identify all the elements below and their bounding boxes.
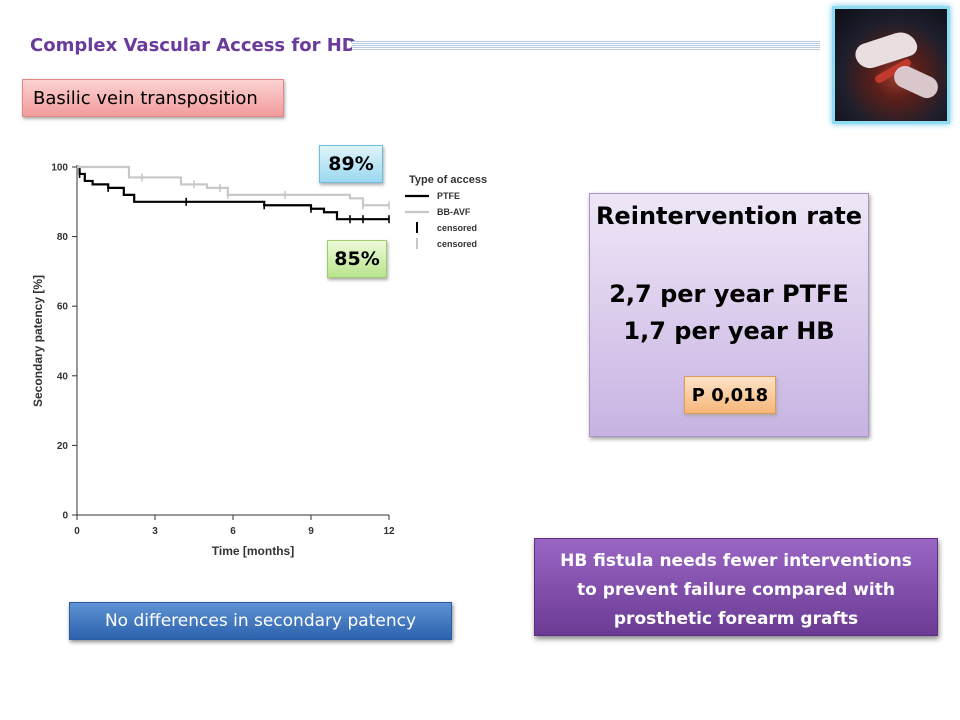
y-axis-label: Secondary patency [%] xyxy=(31,275,45,407)
ptfe-end-label: 85% xyxy=(327,240,387,278)
bbavf-end-label: 89% xyxy=(319,145,383,183)
conclusion-line: to prevent failure compared with xyxy=(577,580,895,600)
reintervention-hb: 1,7 per year HB xyxy=(623,317,835,345)
reintervention-heading: Reintervention rate xyxy=(595,202,863,230)
conclusion-line: HB fistula needs fewer interventions xyxy=(560,551,912,571)
y-tick-label: 20 xyxy=(57,441,69,452)
conclusion-banner: HB fistula needs fewer interventions to … xyxy=(534,538,938,636)
legend-label: censored xyxy=(437,239,477,249)
y-tick-label: 80 xyxy=(57,232,69,243)
y-tick-label: 0 xyxy=(62,511,68,522)
x-tick-label: 0 xyxy=(74,526,80,537)
legend-title: Type of access xyxy=(409,174,487,186)
page-title: Complex Vascular Access for HD xyxy=(30,35,357,56)
reintervention-ptfe: 2,7 per year PTFE xyxy=(609,280,849,308)
x-tick-label: 12 xyxy=(383,526,395,537)
legend-label: censored xyxy=(437,223,477,233)
legend-label: BB-AVF xyxy=(437,207,471,217)
p-value-badge: P 0,018 xyxy=(684,376,776,414)
x-tick-label: 3 xyxy=(152,526,158,537)
title-rule xyxy=(352,41,820,51)
basilic-tag: Basilic vein transposition xyxy=(22,79,284,117)
x-tick-label: 9 xyxy=(308,526,314,537)
reintervention-box: Reintervention rate 2,7 per year PTFE 1,… xyxy=(589,193,869,437)
glove-shape xyxy=(890,62,942,102)
x-tick-label: 6 xyxy=(230,526,236,537)
surgery-photo xyxy=(832,6,950,124)
series-line-ptfe xyxy=(77,165,389,221)
y-tick-label: 60 xyxy=(57,302,69,313)
conclusion-line: prosthetic forearm grafts xyxy=(613,609,859,629)
y-tick-label: 100 xyxy=(51,163,68,174)
x-axis-label: Time [months] xyxy=(212,544,294,558)
legend-label: PTFE xyxy=(437,191,460,201)
no-difference-banner: No differences in secondary patency xyxy=(69,602,452,640)
y-tick-label: 40 xyxy=(57,371,69,382)
